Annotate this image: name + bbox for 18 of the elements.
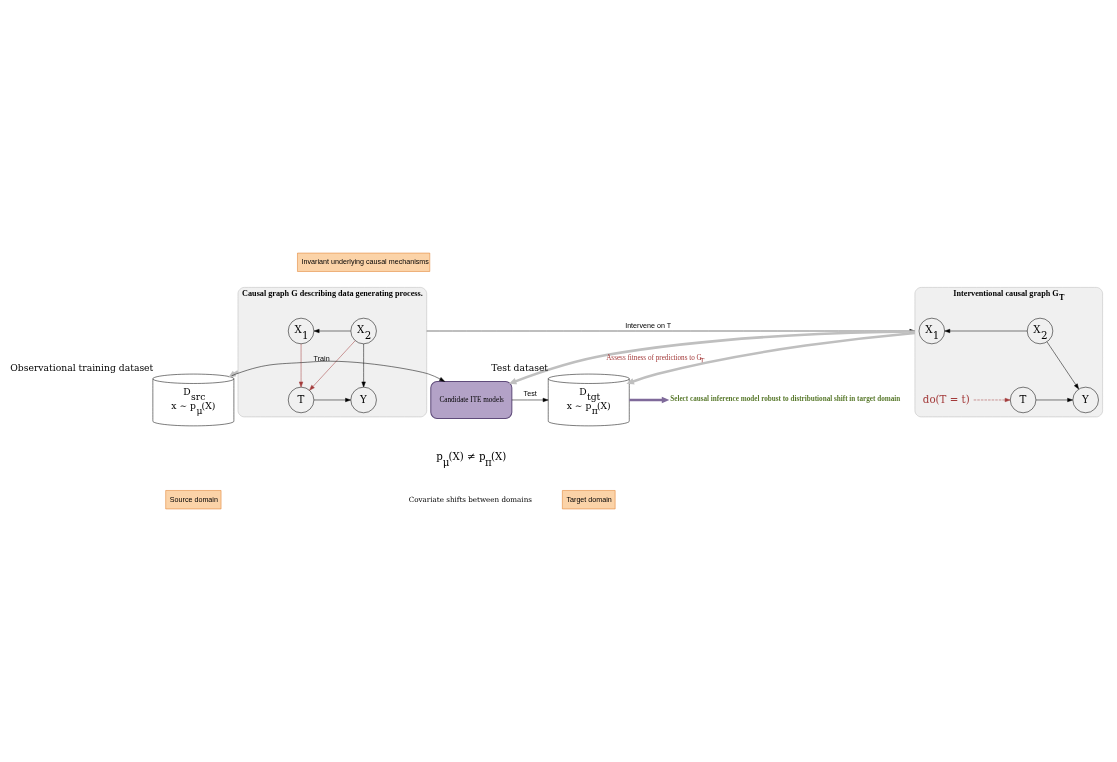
arrow (626, 331, 916, 385)
arrow (973, 397, 1011, 403)
arrow (511, 397, 549, 403)
arrow (313, 397, 351, 403)
arrow (1046, 341, 1079, 390)
arrow (944, 328, 1028, 334)
arrow (313, 328, 351, 334)
node-circle: Y (1072, 386, 1099, 414)
node-label: Test dataset (491, 362, 549, 374)
node-text: do(T = t) (922, 392, 970, 405)
node-label: Observational training dataset (10, 362, 154, 374)
arrow (299, 343, 304, 388)
arrow (629, 396, 670, 404)
arrow (309, 340, 356, 391)
node-circle: Y (350, 386, 377, 414)
arrow (361, 343, 366, 388)
node-circle: T (1010, 386, 1037, 414)
arrow (1035, 397, 1073, 403)
